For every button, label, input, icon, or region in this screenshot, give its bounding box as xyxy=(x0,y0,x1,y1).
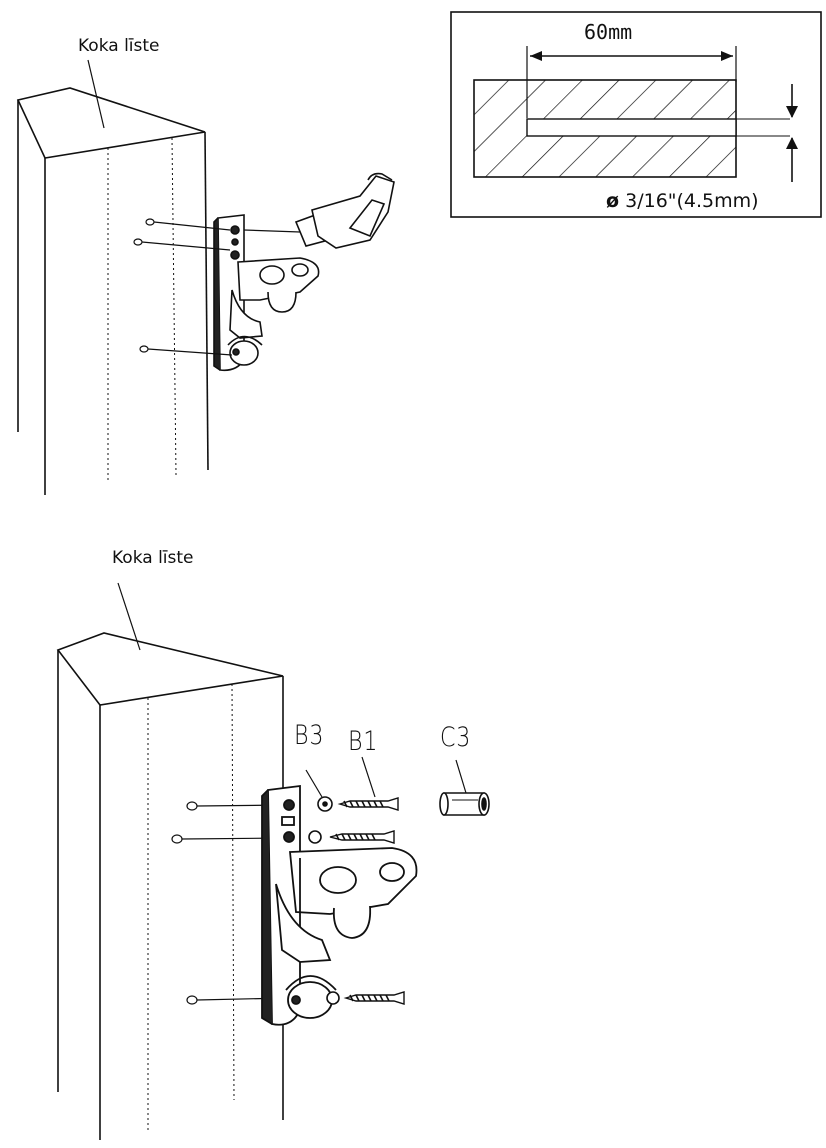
part-label-c3: C3 xyxy=(440,722,472,753)
anchor-c3 xyxy=(439,792,490,816)
top-label-pointer xyxy=(87,59,105,129)
top-wood-post xyxy=(16,87,209,495)
diameter-symbol: ø xyxy=(606,190,620,212)
part-label-pointers xyxy=(305,756,467,798)
bottom-wood-label: Koka līste xyxy=(112,548,194,568)
top-wood-label: Koka līste xyxy=(78,36,160,56)
screw-b1 xyxy=(329,797,405,1005)
bottom-label-pointer xyxy=(117,582,141,651)
top-bracket xyxy=(213,214,320,372)
washer-b3 xyxy=(308,796,340,1005)
drill-depth-detail xyxy=(450,11,822,218)
bottom-bracket xyxy=(261,784,418,1026)
part-label-b3: B3 xyxy=(294,720,325,751)
part-label-b1: B1 xyxy=(348,726,379,757)
bottom-wood-post xyxy=(56,632,284,1140)
top-hole-markers xyxy=(133,218,233,356)
diameter-label-group: ø 3/16"(4.5mm) xyxy=(606,190,759,212)
depth-dimension-label: 60mm xyxy=(584,20,633,44)
drill-icon xyxy=(243,172,395,249)
diameter-value: 3/16"(4.5mm) xyxy=(625,190,759,212)
